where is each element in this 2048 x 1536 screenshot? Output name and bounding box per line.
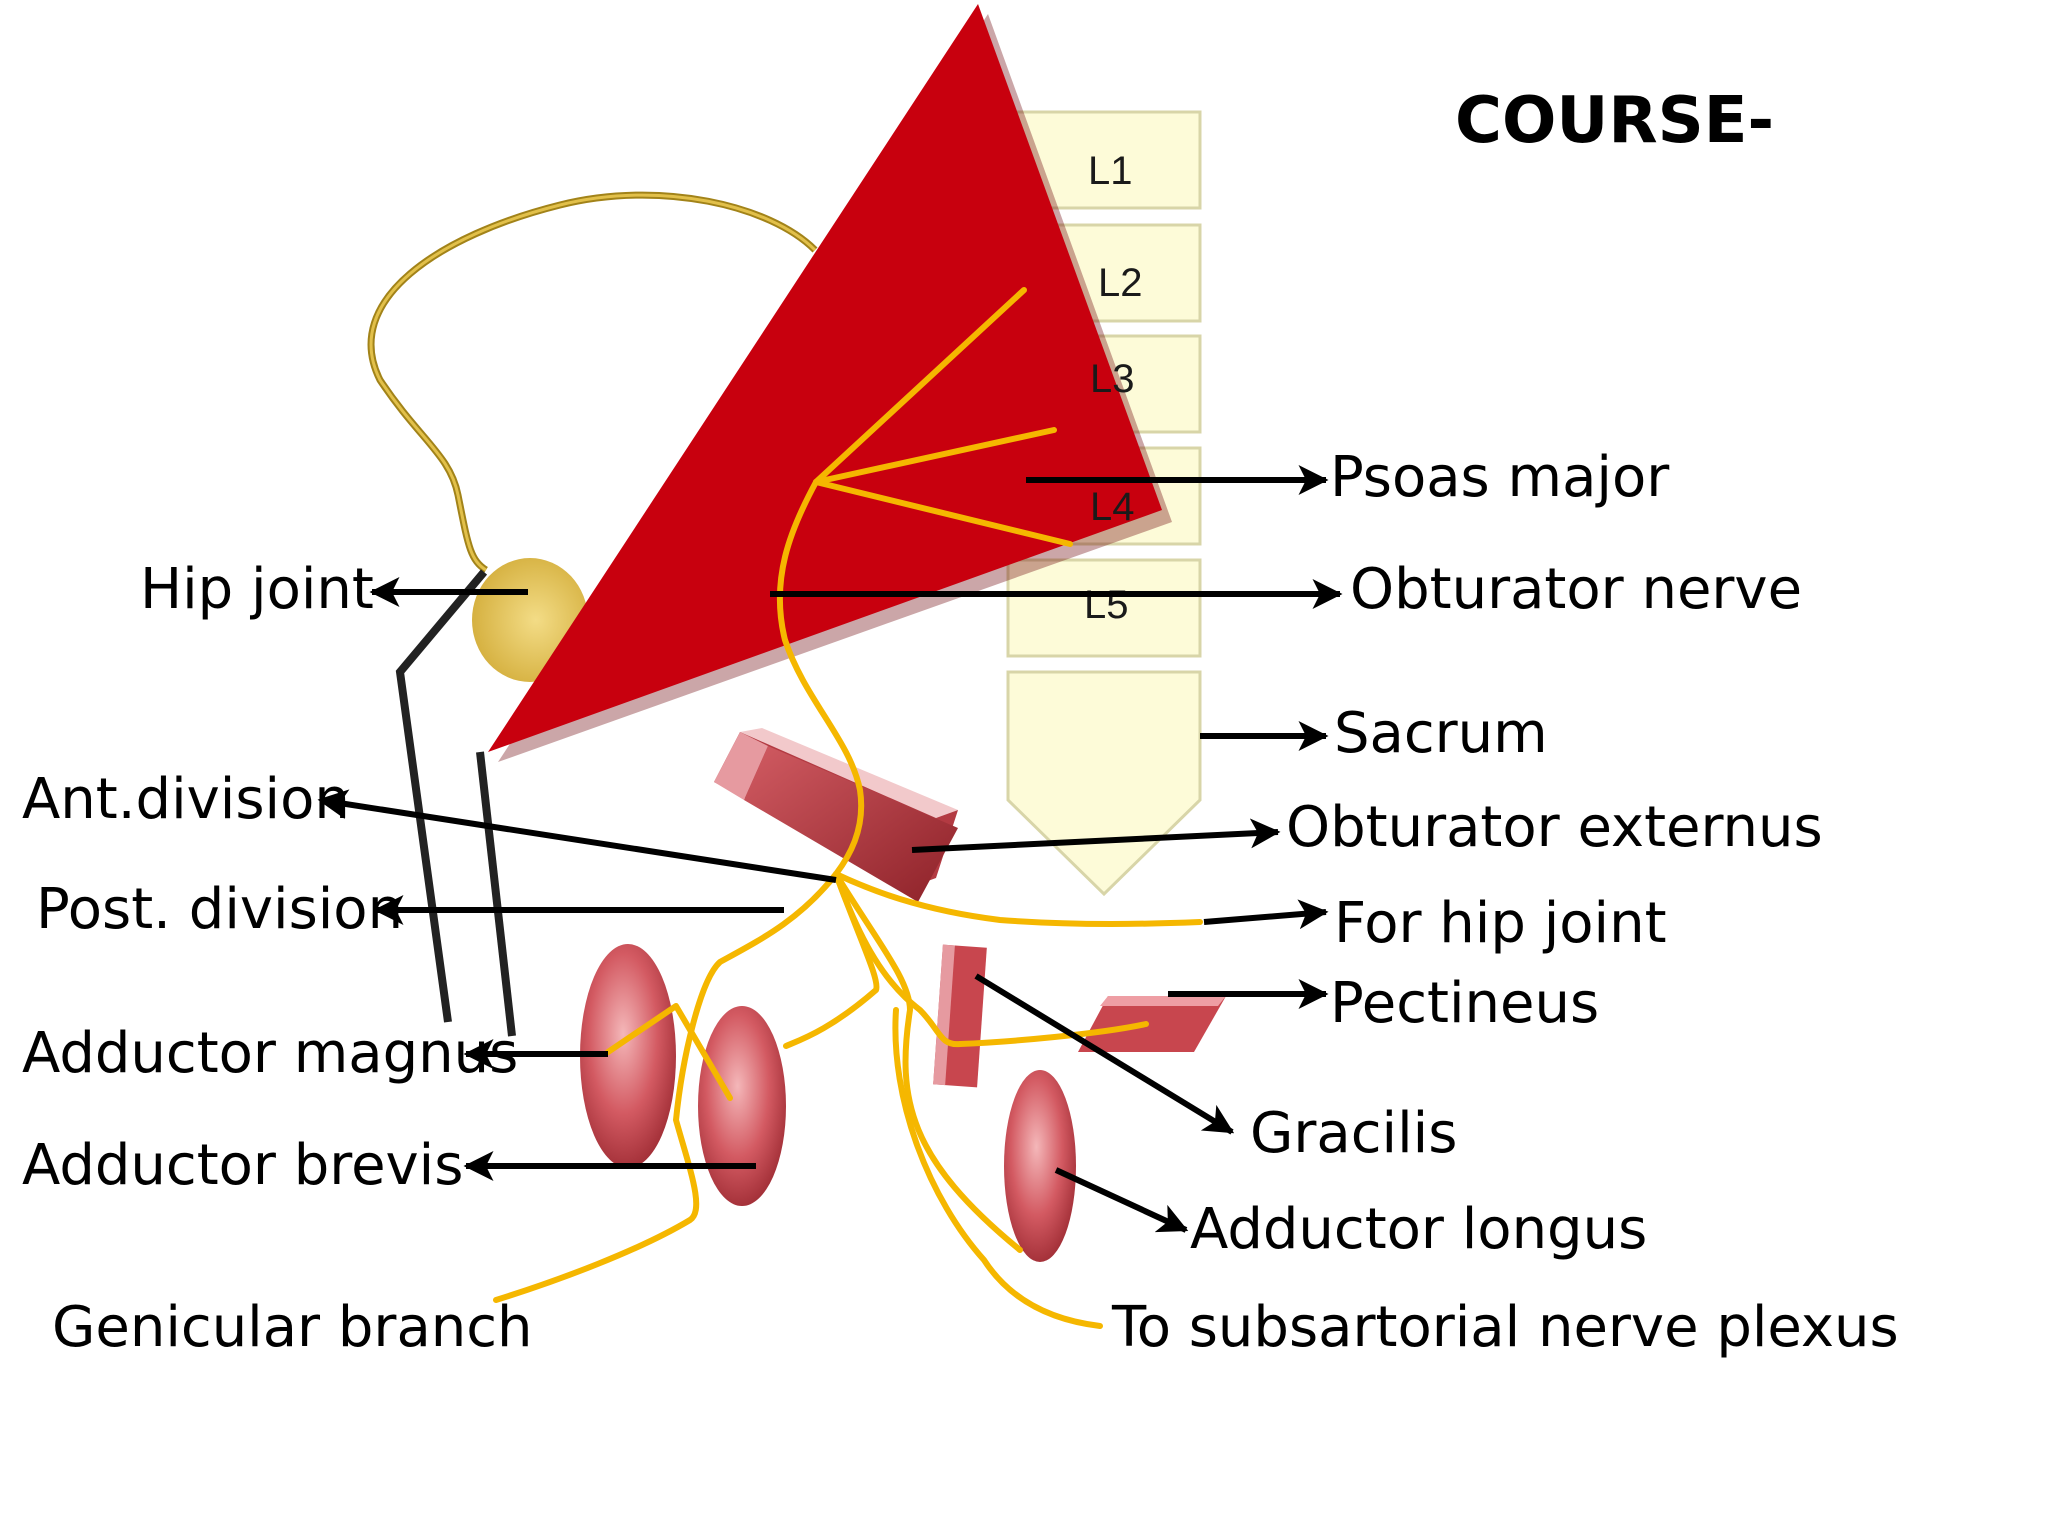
- vertebra-l5: [1006, 558, 1202, 658]
- vertebra-l5-label: L5: [1084, 583, 1129, 627]
- label-adductor-brevis: Adductor brevis: [22, 1133, 463, 1198]
- ant-division-arrow: [317, 789, 837, 883]
- adductor-longus-muscle: [1004, 1070, 1076, 1262]
- label-obturator-externus: Obturator externus: [1286, 795, 1823, 860]
- label-adductor-longus: Adductor longus: [1190, 1197, 1647, 1262]
- pelvic-bone-line-inner: [476, 751, 516, 1037]
- vertebra-l2-label: L2: [1098, 261, 1143, 305]
- adductor-brevis-muscle: [698, 1006, 786, 1206]
- pectineus-muscle: [1078, 996, 1226, 1052]
- obturator-externus-arrow: [911, 818, 1281, 853]
- gracilis-muscle: [933, 944, 987, 1088]
- hip-capsule-curve-highlight: [369, 193, 817, 572]
- label-ant-division: Ant.division: [22, 767, 350, 832]
- pelvic-bone-line-outer: [395, 569, 488, 1023]
- label-sacrum: Sacrum: [1334, 701, 1548, 766]
- vertebra-l3-label: L3: [1090, 357, 1135, 401]
- gracilis-arrow: [974, 973, 1235, 1135]
- psoas-major-muscle: [488, 4, 1162, 752]
- adductor-longus-arrow: [1054, 1167, 1189, 1233]
- adductor-magnus-muscle: [580, 944, 676, 1168]
- label-adductor-magnus: Adductor magnus: [22, 1021, 518, 1086]
- hip-joint-branch-arrow: [1203, 899, 1329, 930]
- label-hip-joint: Hip joint: [140, 557, 374, 622]
- sacrum-shape: [1006, 670, 1202, 897]
- label-subsartorial: To subsartorial nerve plexus: [1111, 1295, 1899, 1360]
- label-psoas-major: Psoas major: [1330, 445, 1670, 510]
- diagram-title: COURSE-: [1455, 84, 1774, 158]
- label-pectineus: Pectineus: [1330, 971, 1599, 1036]
- vertebra-l4-label: L4: [1090, 485, 1135, 529]
- obturator-externus-muscle: [714, 728, 958, 902]
- label-gracilis: Gracilis: [1250, 1101, 1457, 1166]
- label-for-hip-joint: For hip joint: [1334, 891, 1667, 956]
- label-obturator-nerve: Obturator nerve: [1350, 557, 1802, 622]
- vertebra-l1-label: L1: [1088, 149, 1133, 193]
- label-post-division: Post. division: [36, 877, 403, 942]
- label-genicular-branch: Genicular branch: [52, 1295, 533, 1360]
